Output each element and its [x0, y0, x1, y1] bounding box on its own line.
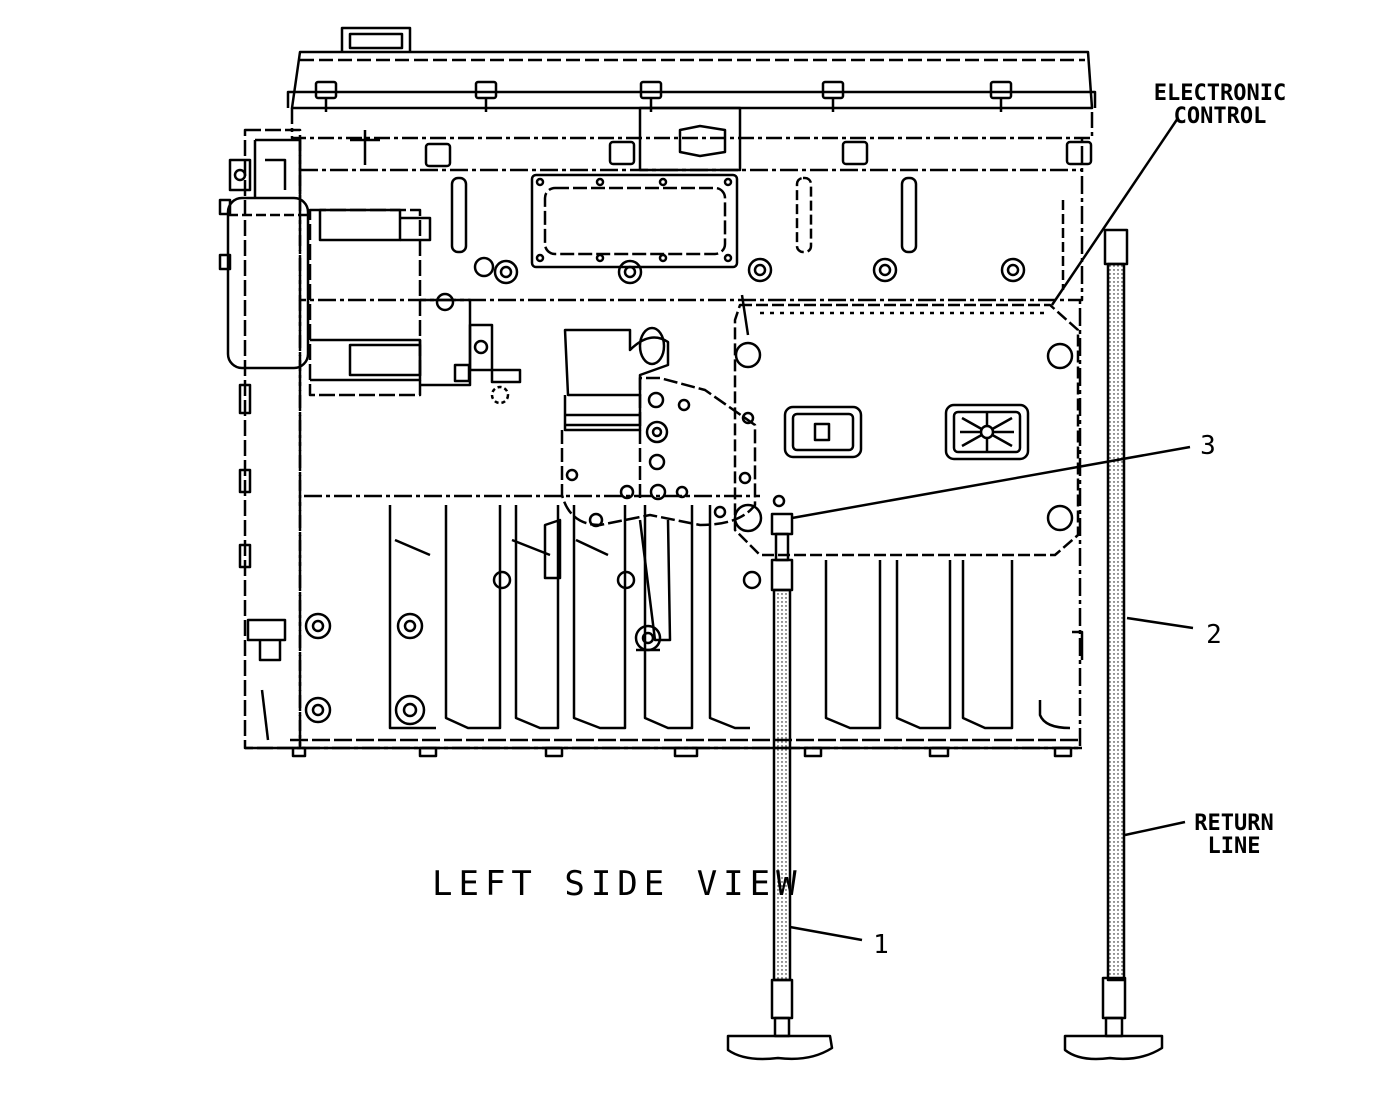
view-title: LEFT SIDE VIEW	[432, 864, 803, 904]
return-line-label-line1: RETURN	[1194, 811, 1273, 836]
callout-1: 1	[873, 930, 889, 960]
electronic-control-label-line1: ELECTRONIC	[1154, 81, 1286, 106]
cylinder-head	[298, 106, 1084, 302]
cover-bolts	[314, 80, 1013, 112]
electronic-control-label-line2: CONTROL	[1174, 104, 1267, 129]
fuel-filter	[218, 138, 310, 370]
callout-3: 3	[1200, 431, 1216, 461]
fuel-transfer-pump	[308, 130, 522, 405]
return-line-label-line2: LINE	[1208, 834, 1261, 859]
head-bolts	[424, 140, 1093, 285]
valve-cover	[286, 26, 1097, 140]
leader-lines	[789, 117, 1194, 942]
oil-filter-base	[543, 326, 757, 652]
diagram-labels: ELECTRONIC CONTROL 3 2 RETURN LINE 1 LEF…	[432, 81, 1286, 960]
front-housing	[238, 128, 302, 750]
electronic-control-module	[733, 294, 1080, 557]
return-line-2	[1063, 228, 1164, 1061]
callout-2: 2	[1206, 620, 1222, 650]
fuel-line-1	[726, 512, 834, 1061]
engine-block	[245, 300, 1084, 758]
